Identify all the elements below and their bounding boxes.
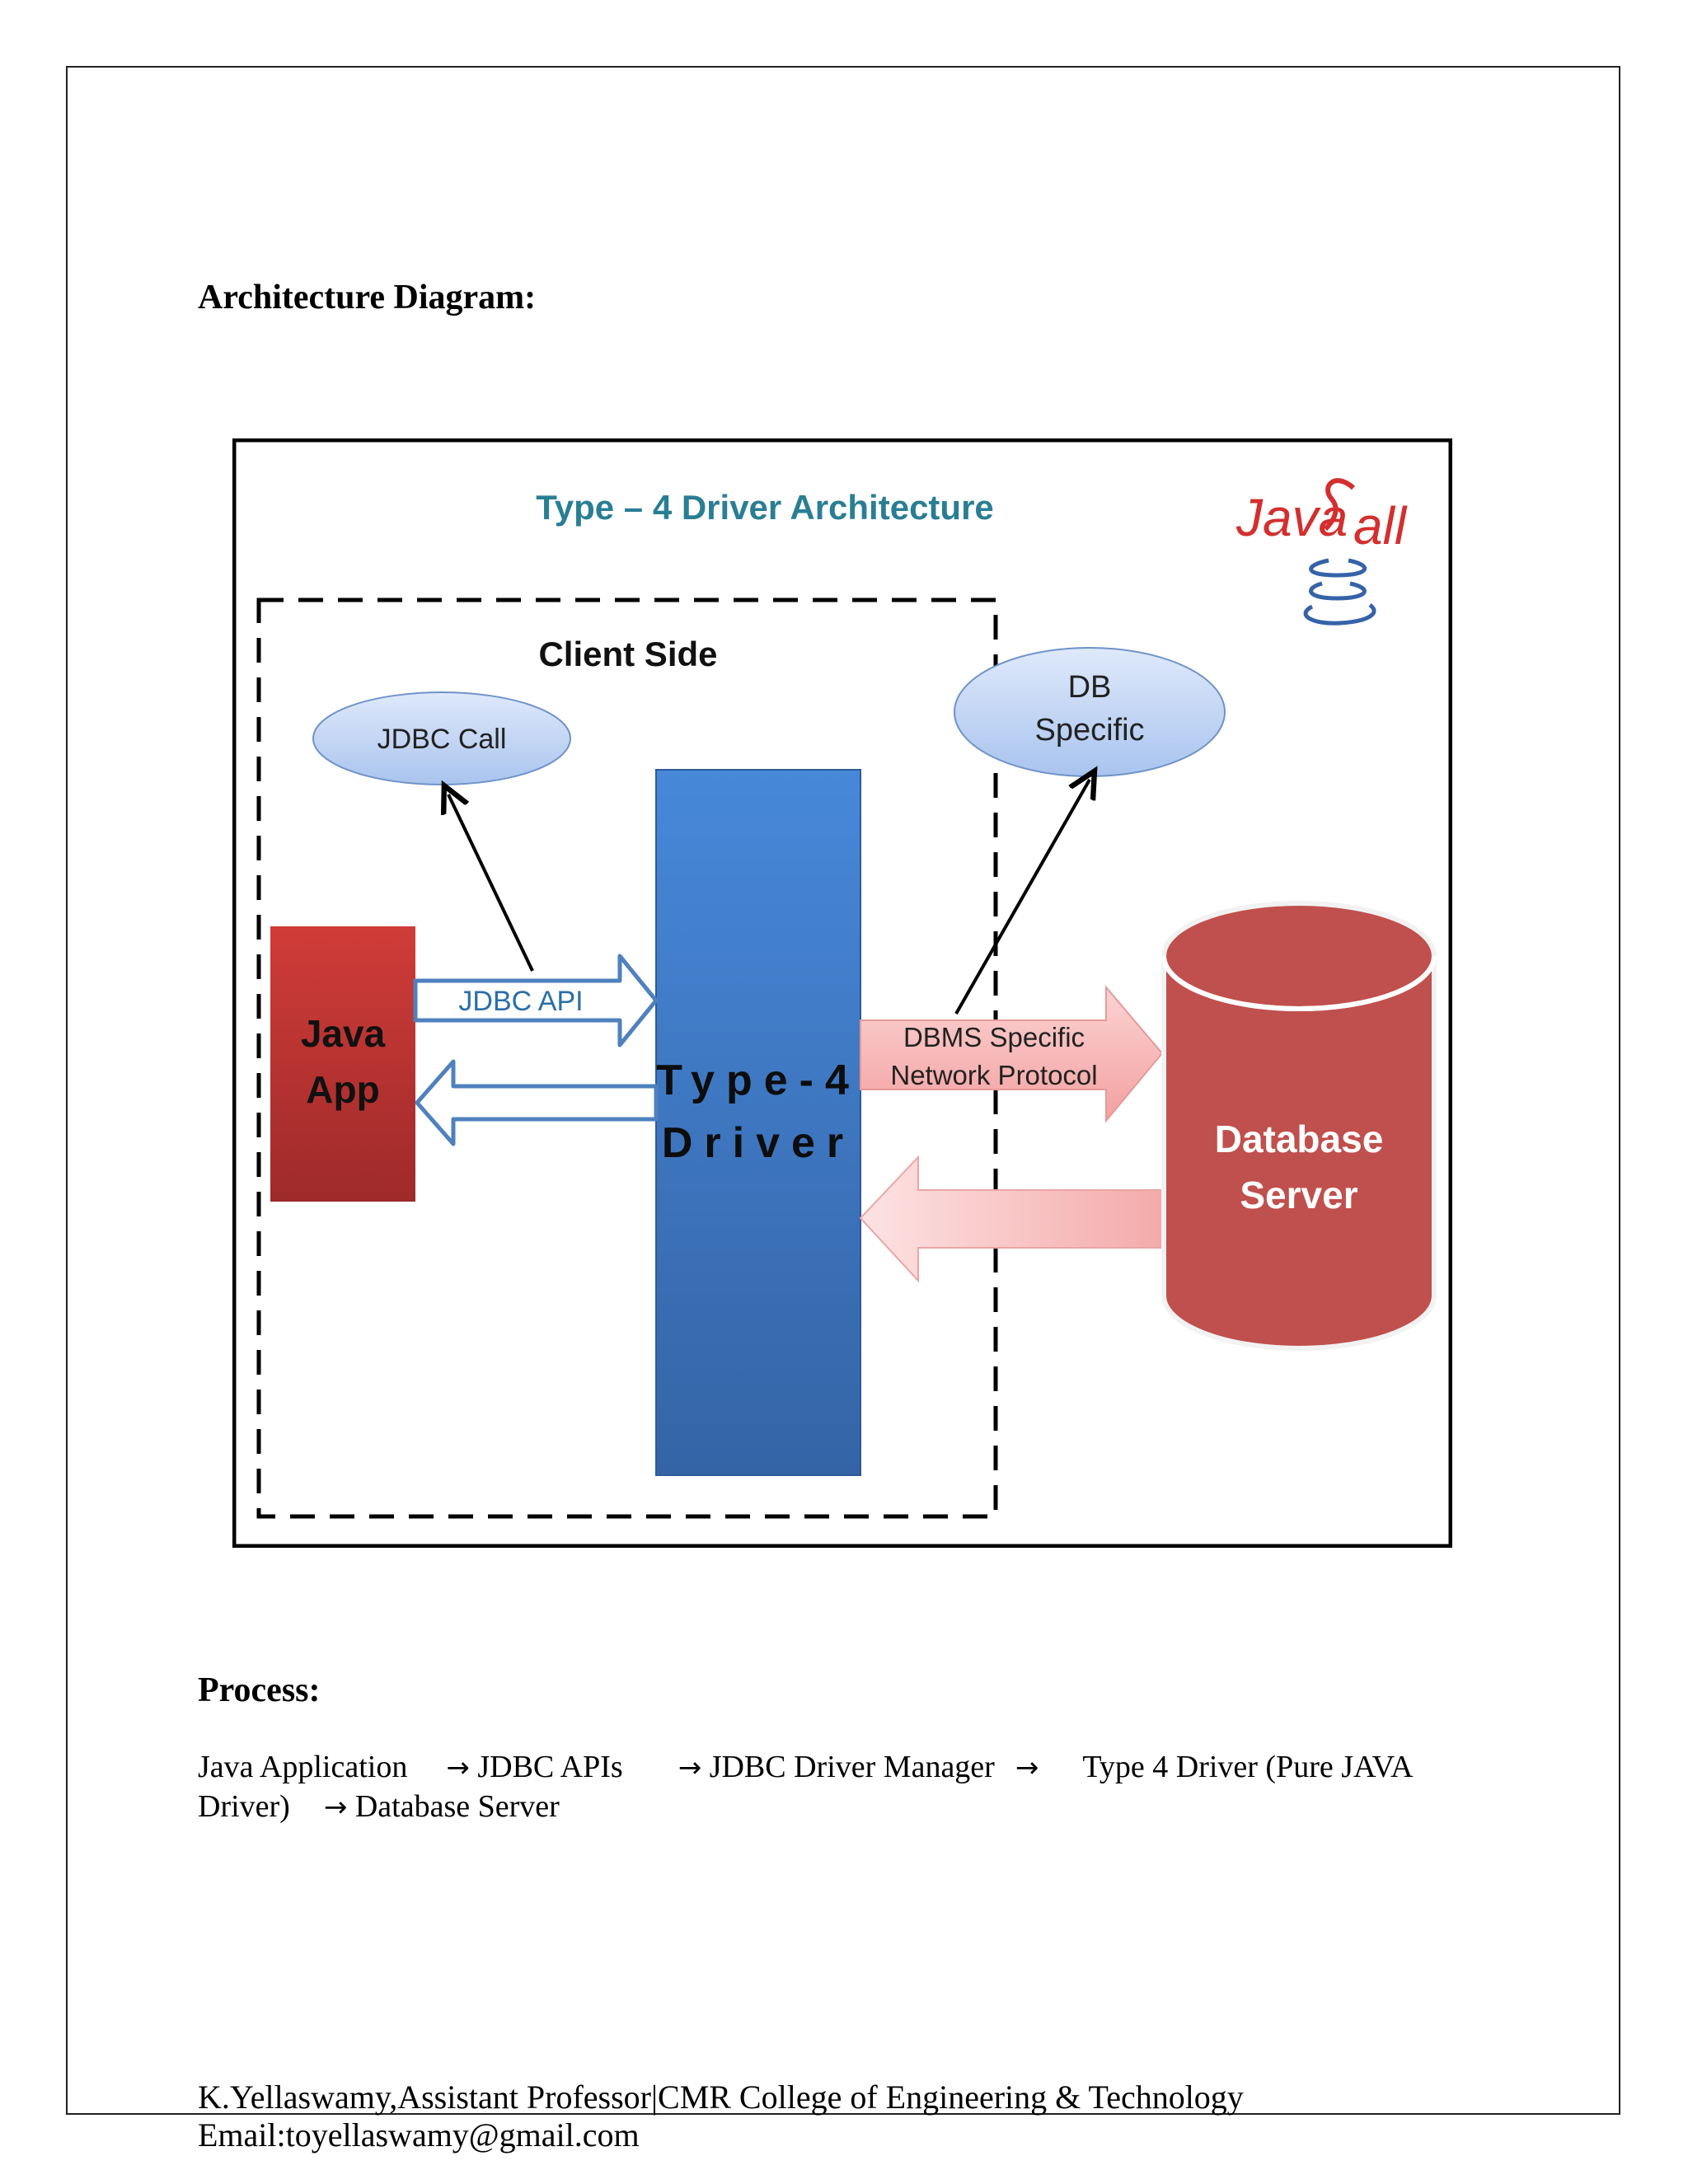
process-step: Driver) xyxy=(198,1789,290,1824)
type4-driver-box xyxy=(655,769,861,1476)
process-description: Java Application → JDBC APIs → JDBC Driv… xyxy=(198,1747,1500,1826)
arrow-right-icon: → xyxy=(323,1791,348,1824)
db-specific-bubble xyxy=(954,647,1226,777)
logo-text-all: all xyxy=(1353,496,1408,555)
db-specific-pointer xyxy=(954,780,1090,1015)
driver-label-1: Type-4 xyxy=(656,1057,860,1104)
jdbc-api-label: JDBC API xyxy=(458,986,583,1017)
driver-label-2: Driver xyxy=(662,1119,855,1167)
architecture-heading: Architecture Diagram: xyxy=(198,279,537,316)
java-app-label-2: App xyxy=(306,1068,379,1111)
footer-email: Email:toyellaswamy@gmail.com xyxy=(198,2116,640,2154)
process-step: Database Server xyxy=(354,1789,560,1824)
dbms-label-2: Network Protocol xyxy=(890,1060,1097,1090)
database-label-2: Server xyxy=(1240,1174,1357,1216)
database-label-1: Database xyxy=(1215,1118,1384,1160)
arrow-right-icon: → xyxy=(678,1751,702,1784)
process-step: Java Application xyxy=(198,1750,408,1784)
process-step: Type 4 Driver (Pure JAVA xyxy=(1082,1750,1414,1784)
db-return-arrow xyxy=(859,1155,1165,1283)
java-app-label-1: Java xyxy=(301,1012,386,1055)
process-step: JDBC APIs xyxy=(477,1750,623,1784)
jdbc-call-pointer xyxy=(448,794,534,972)
page-border xyxy=(66,66,1620,2115)
footer-author: K.Yellaswamy,Assistant Professor|CMR Col… xyxy=(198,2079,1244,2116)
db-specific-label-1: DB xyxy=(1068,670,1112,705)
database-server-cylinder xyxy=(1161,901,1437,1351)
process-line-2: Driver) → Database Server xyxy=(198,1787,1500,1826)
diagram-title: Type – 4 Driver Architecture xyxy=(536,488,994,527)
db-specific-label-2: Specific xyxy=(1034,713,1144,748)
javacall-logo: Java all xyxy=(1236,478,1408,626)
jdbc-return-arrow xyxy=(415,1059,659,1146)
process-heading: Process: xyxy=(198,1671,321,1709)
dbms-protocol-arrow xyxy=(860,985,1164,1123)
arrow-right-icon: → xyxy=(446,1751,470,1784)
architecture-diagram: Type – 4 Driver Architecture Java all Cl… xyxy=(232,438,1452,1548)
process-line-1: Java Application → JDBC APIs → JDBC Driv… xyxy=(198,1747,1500,1787)
jdbc-api-arrow xyxy=(413,954,659,1047)
process-step: JDBC Driver Manager xyxy=(709,1750,995,1784)
client-side-label: Client Side xyxy=(538,635,717,673)
page-footer: K.Yellaswamy,Assistant Professor|CMR Col… xyxy=(198,2079,1244,2154)
dbms-label-1: DBMS Specific xyxy=(903,1022,1085,1052)
arrow-right-icon: → xyxy=(1015,1751,1039,1784)
jdbc-call-label: JDBC Call xyxy=(377,724,507,755)
java-app-box xyxy=(270,926,415,1202)
